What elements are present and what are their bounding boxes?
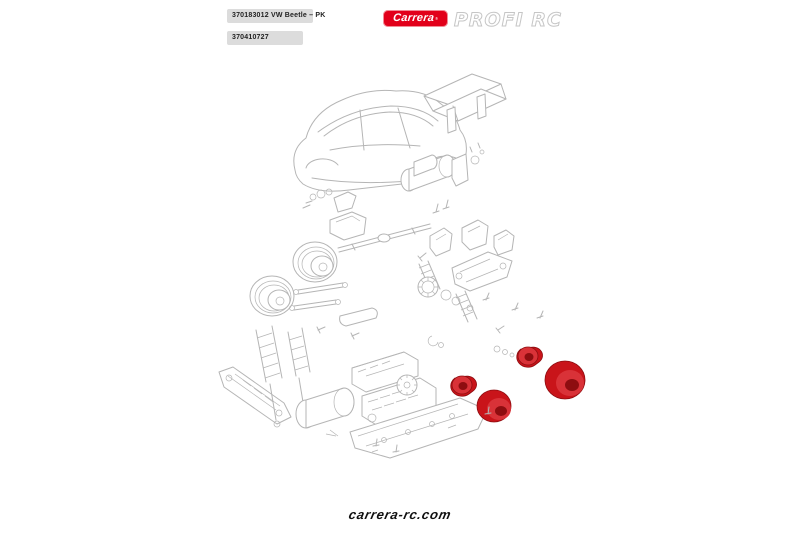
motor-assembly — [400, 142, 485, 192]
top-deck-plate — [329, 211, 367, 241]
profi-rc-wordmark: PROFI RC — [454, 9, 562, 32]
shock-absorbers-left — [255, 325, 311, 428]
profi-rc-wordmark-text: PROFI RC — [454, 9, 562, 31]
website-url: carrera-rc.com — [347, 507, 453, 522]
drive-shaft — [337, 223, 432, 253]
side-guard — [218, 366, 292, 425]
rear-axle-arm — [451, 251, 513, 292]
registered-trademark-icon: ® — [435, 16, 439, 21]
rear-spoiler — [423, 73, 507, 134]
receiver-box — [351, 351, 419, 393]
differential-gears — [417, 276, 474, 312]
chassis-plate — [349, 397, 488, 459]
bearings-clips — [427, 335, 515, 358]
steering-assembly — [429, 219, 515, 257]
small-parts-row — [302, 188, 357, 213]
spur-gear — [396, 374, 418, 396]
part-number-label-main[interactable]: 370183012 VW Beetle – PK — [227, 9, 325, 23]
battery-pack — [295, 387, 355, 437]
suspension-links — [289, 282, 378, 327]
front-wheels-gray — [249, 241, 338, 317]
footer: carrera-rc.com — [0, 506, 800, 524]
carrera-logo: Carrera ® — [383, 10, 448, 27]
part-number-label-secondary[interactable]: 370410727 — [227, 31, 303, 45]
rear-rims-red — [450, 346, 543, 397]
rear-tires-red — [476, 360, 586, 423]
screws-fasteners — [316, 199, 544, 453]
